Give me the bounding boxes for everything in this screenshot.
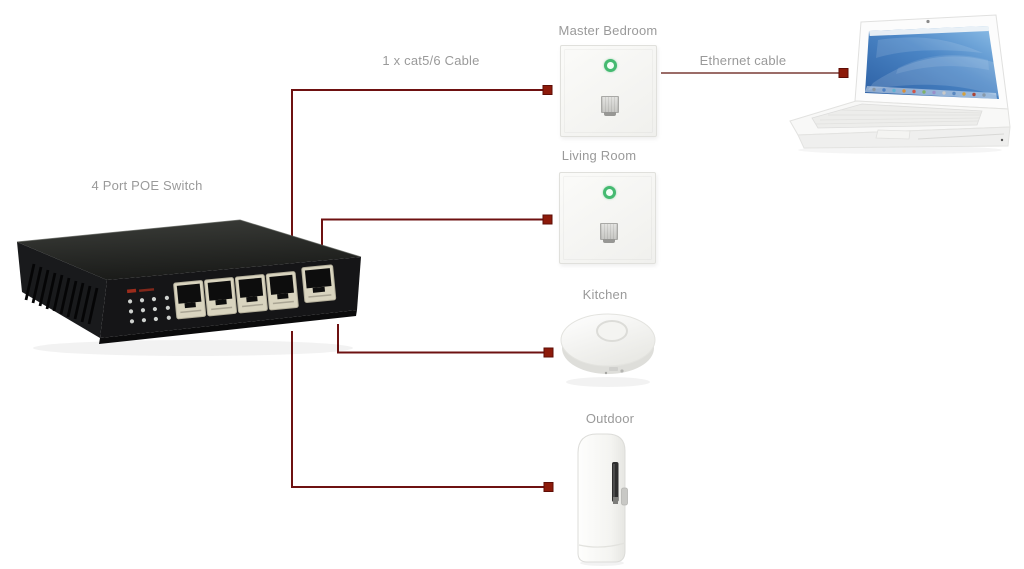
node-label-master-bedroom: Master Bedroom [558, 23, 658, 38]
switch-print [126, 288, 137, 294]
ap-tab [621, 487, 628, 506]
dock-icons [872, 87, 986, 97]
cat5-cable-label: 1 x cat5/6 Cable [382, 53, 480, 68]
switch-ports [173, 264, 337, 320]
connector-kitchen [543, 347, 554, 358]
ap-slot [612, 462, 619, 502]
sleep-led [1000, 138, 1004, 142]
connector-master-bedroom [542, 85, 553, 95]
kitchen-ceiling-ap [560, 313, 656, 387]
rj45-jack [600, 223, 618, 243]
optical-slot [917, 133, 1005, 140]
cable-outdoor [291, 331, 544, 488]
node-label-living-room: Living Room [561, 148, 637, 163]
laptop-trackpad [875, 129, 911, 140]
switch-label: 4 Port POE Switch [91, 178, 203, 193]
outdoor-ap [577, 433, 628, 566]
node-label-kitchen: Kitchen [582, 287, 628, 302]
connector-outdoor [543, 482, 554, 492]
laptop-screen [865, 26, 999, 99]
status-led-green [603, 186, 616, 199]
poe-switch-icon [16, 219, 362, 356]
living-room-wall-ap [559, 172, 656, 264]
cable-master-bedroom [291, 89, 543, 238]
isight-camera [926, 19, 930, 24]
connector-laptop [838, 68, 849, 78]
ap-port-detail [609, 367, 618, 371]
vent-slits [24, 263, 99, 325]
status-led-green [604, 59, 617, 72]
switch-leds [127, 295, 171, 324]
ap-ring [596, 320, 628, 342]
screen-dock [865, 86, 997, 99]
rj45-jack [601, 96, 619, 116]
screen-menubar [869, 26, 989, 36]
switch-print2 [138, 288, 155, 292]
laptop-icon [789, 14, 1011, 154]
master-bedroom-wall-ap [560, 45, 657, 137]
cable-kitchen [337, 324, 544, 354]
node-label-outdoor: Outdoor [585, 411, 635, 426]
connector-living-room [542, 214, 553, 225]
switch-uplink-port [301, 264, 337, 303]
ap-seam [578, 542, 626, 548]
ethernet-cable-label: Ethernet cable [699, 53, 787, 68]
cable-living-room [321, 218, 543, 248]
